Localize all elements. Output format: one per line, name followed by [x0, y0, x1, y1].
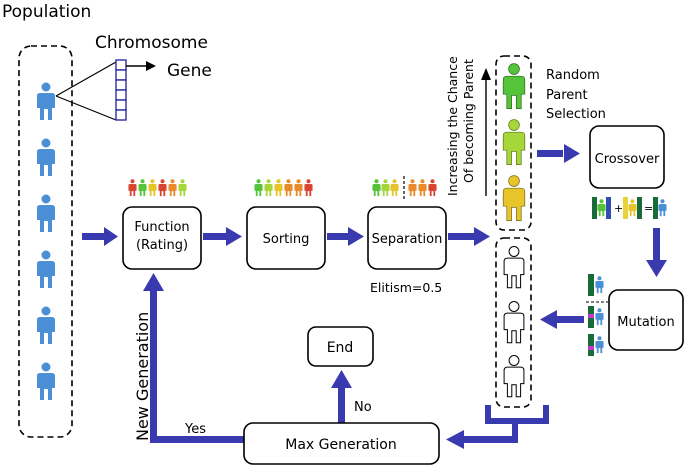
svg-text:=: =: [644, 202, 653, 215]
new-generation-label: New Generation: [133, 312, 152, 441]
person-icon: [37, 138, 55, 176]
gene-label: Gene: [167, 61, 212, 81]
function-label: Function: [134, 220, 189, 235]
flow-arrows: [82, 144, 667, 449]
chromosome-label: Chromosome: [95, 33, 208, 53]
arrow-head: [226, 227, 242, 246]
random-label: Random: [546, 68, 600, 83]
arrow-to-max-generation: [462, 436, 518, 443]
new-population-people: [503, 245, 525, 398]
arrow-head: [564, 144, 580, 163]
person-icon: [502, 118, 526, 166]
arrow-head: [331, 370, 352, 388]
parent-label: Parent: [546, 88, 588, 103]
sorting-label: Sorting: [263, 232, 310, 247]
increasing-chance-label: Increasing the Chance: [445, 56, 460, 196]
sorting-box: [246, 206, 326, 270]
arrow-loop-up: [150, 290, 157, 443]
population-people: [37, 82, 55, 400]
arrow-loop-bottom: [186, 436, 244, 443]
gene-arrow-head: [146, 61, 156, 71]
max-generation-label: Max Generation: [285, 437, 397, 453]
zoom-line-top: [55, 61, 117, 97]
arrow-head: [348, 227, 364, 246]
mutation-label: Mutation: [617, 315, 674, 330]
svg-text:+: +: [614, 202, 623, 215]
arrow-head: [446, 430, 464, 449]
bracket-left: [485, 405, 491, 423]
separation-label: Separation: [372, 232, 443, 247]
selection-label: Selection: [546, 107, 606, 122]
person-icon: [503, 300, 525, 344]
zoom-line-bottom: [55, 95, 117, 121]
crossover-box: [589, 125, 665, 189]
person-icon: [503, 245, 525, 289]
becoming-parent-label: Of becoming Parent: [461, 59, 476, 183]
person-icon: [502, 62, 526, 110]
max-generation-box: [243, 422, 440, 465]
separated-people-icon: [372, 176, 437, 200]
rated-people-icon: [128, 179, 187, 197]
person-icon: [37, 362, 55, 400]
chromosome-icon: [115, 59, 127, 121]
arrow-selection-to-crossover: [537, 150, 563, 157]
arrow-separation-to-selection: [448, 233, 474, 240]
bracket-right: [543, 405, 549, 423]
person-icon: [37, 82, 55, 120]
person-icon: [37, 194, 55, 232]
arrow-head: [104, 227, 118, 246]
person-icon: [37, 250, 55, 288]
new-population-group: [495, 237, 532, 408]
mutation-genes-icon: [586, 274, 608, 356]
person-icon: [37, 306, 55, 344]
population-group: [18, 45, 73, 438]
separation-box: [367, 206, 447, 270]
arrow-population-to-function: [82, 233, 106, 240]
arrow-crossover-to-mutation: [653, 228, 660, 262]
end-label: End: [327, 340, 354, 356]
arrow-loop-bottom-left: [150, 436, 190, 443]
arrow-head: [143, 273, 164, 291]
function-box: [122, 206, 202, 270]
chance-arrow-head: [481, 68, 491, 80]
parents-people: [502, 62, 526, 222]
arrow-head: [474, 227, 490, 246]
crossover-label: Crossover: [595, 152, 660, 167]
person-icon: [503, 354, 525, 398]
arrow-function-to-sorting: [203, 233, 227, 240]
arrow-mutation-to-population: [556, 316, 584, 323]
end-box: [307, 326, 374, 367]
arrow-head: [646, 260, 667, 277]
arrow-sorting-to-separation: [327, 233, 349, 240]
crossover-genes-icon: + =: [592, 197, 667, 219]
person-icon: [502, 174, 526, 222]
mutation-box: [608, 289, 684, 351]
sorted-people-icon: [254, 179, 313, 197]
population-title: Population: [2, 2, 91, 22]
yes-label: Yes: [184, 422, 206, 437]
arrow-head: [540, 310, 557, 329]
bracket-stem: [512, 418, 518, 442]
parents-group: [495, 55, 532, 231]
no-label: No: [354, 400, 372, 415]
elitism-label: Elitism=0.5: [370, 280, 442, 295]
arrow-max-to-end: [338, 386, 345, 424]
function-sublabel: (Rating): [136, 238, 188, 253]
